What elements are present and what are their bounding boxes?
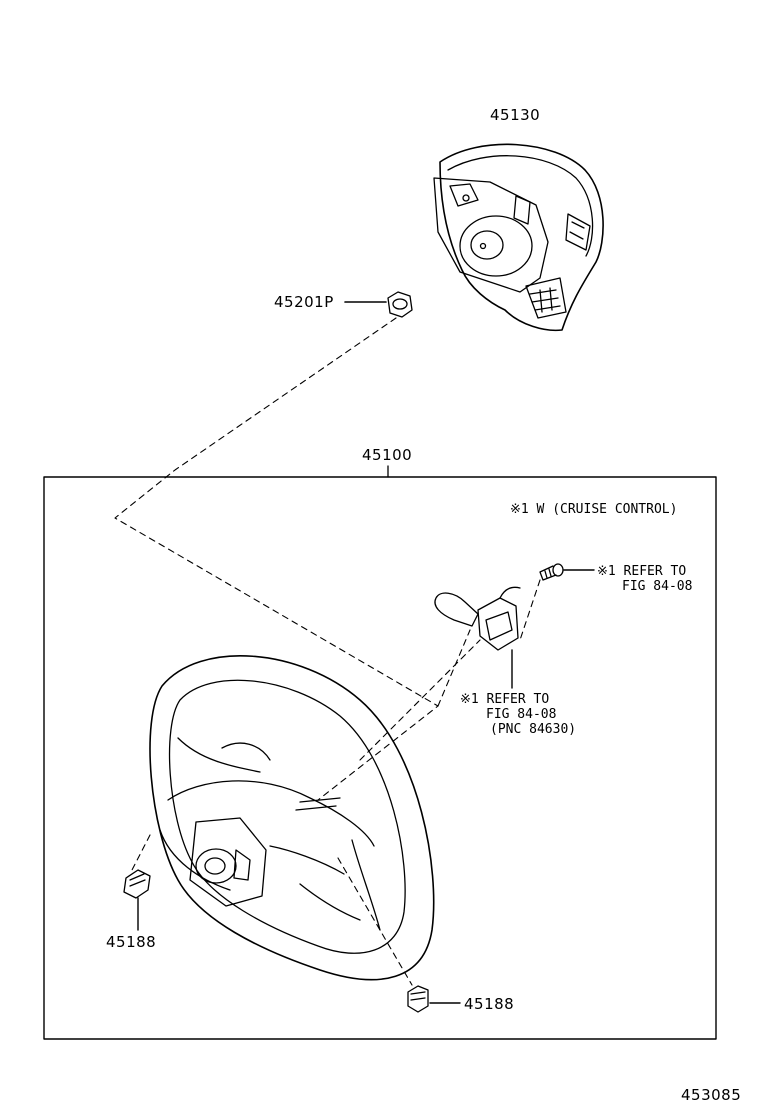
note-switch-line3: (PNC 84630) <box>490 722 577 737</box>
label-45100: 45100 <box>362 446 413 464</box>
note-screw-line2: FIG 84-08 <box>622 579 693 594</box>
screw[interactable] <box>539 563 595 581</box>
label-45188-left: 45188 <box>106 933 157 951</box>
steering-wheel[interactable] <box>149 654 435 981</box>
label-45188-bottom: 45188 <box>464 995 515 1013</box>
note-screw-line1: ※1 REFER TO <box>597 564 687 579</box>
note-cruise-control: ※1 W (CRUISE CONTROL) <box>510 502 678 517</box>
cruise-control-switch[interactable] <box>434 586 521 689</box>
note-switch-line1: ※1 REFER TO <box>460 692 550 707</box>
note-switch-line2: FIG 84-08 <box>486 707 557 722</box>
bolt-bottom[interactable] <box>407 985 461 1013</box>
assembly-frame <box>43 476 717 1040</box>
label-45201p: 45201P <box>274 293 334 311</box>
horn-pad-assembly[interactable] <box>433 143 604 332</box>
guide-lines <box>114 317 541 986</box>
bolt-left[interactable] <box>123 869 151 931</box>
figure-id: 453085 <box>681 1086 742 1104</box>
label-45130: 45130 <box>490 106 541 124</box>
nut[interactable] <box>344 291 413 318</box>
